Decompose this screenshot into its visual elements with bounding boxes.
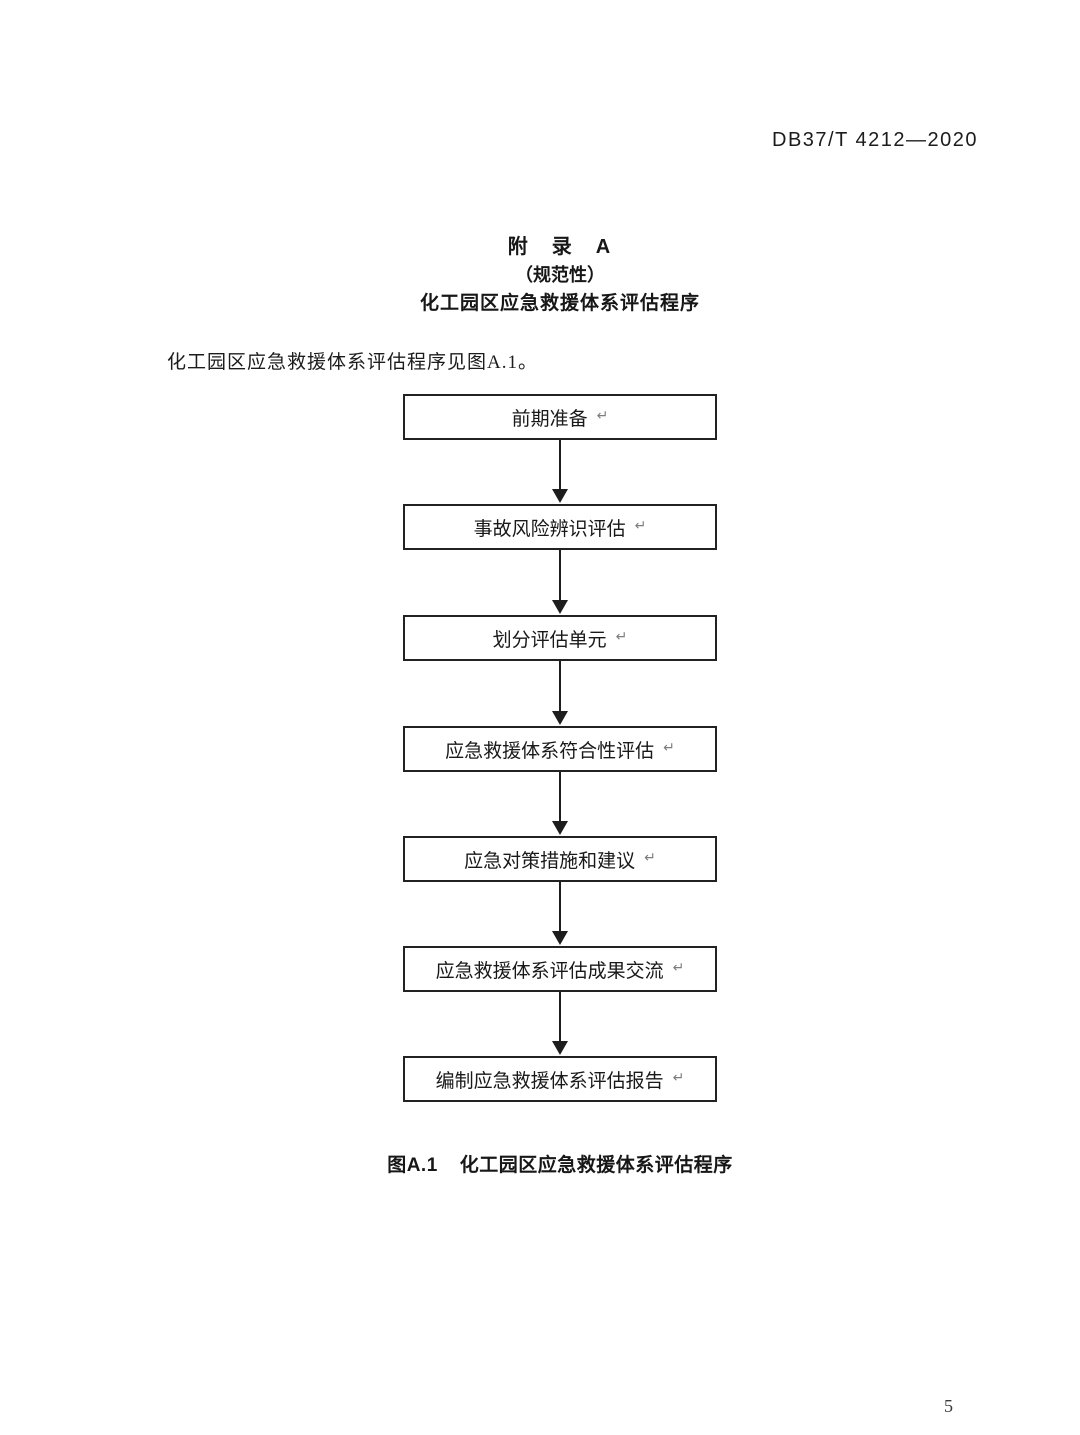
flow-arrow-down-icon xyxy=(552,992,568,1055)
return-mark-icon: ↵ xyxy=(672,960,685,976)
intro-paragraph: 化工园区应急救援体系评估程序见图A.1。 xyxy=(167,352,538,373)
appendix-heading-block: 附 录 A （规范性） 化工园区应急救援体系评估程序 xyxy=(37,234,1080,318)
appendix-label: 附 录 A xyxy=(507,236,613,258)
flow-step-label: 应急对策措施和建议 xyxy=(464,850,636,872)
figure-caption-label: 图A.1 xyxy=(387,1155,438,1176)
flow-arrow-down-icon xyxy=(552,550,568,614)
flowchart: 前期准备 ↵ 事故风险辨识评估 ↵ 划分评估单元 ↵ 应急救援体系符合性评估 ↵… xyxy=(403,394,717,1106)
flow-step-label: 应急救援体系评估成果交流 xyxy=(435,960,664,982)
flow-step-results-exchange: 应急救援体系评估成果交流 ↵ xyxy=(403,946,717,992)
figure-caption: 图A.1 化工园区应急救援体系评估程序 xyxy=(37,1150,1080,1177)
flow-arrow-down-icon xyxy=(552,440,568,503)
flow-step-label: 编制应急救援体系评估报告 xyxy=(435,1070,664,1092)
flow-step-label: 划分评估单元 xyxy=(492,629,607,651)
flow-step-label: 事故风险辨识评估 xyxy=(473,518,626,540)
return-mark-icon: ↵ xyxy=(634,518,647,534)
flow-arrow-down-icon xyxy=(552,882,568,945)
return-mark-icon: ↵ xyxy=(644,850,656,866)
flow-step-unit-division: 划分评估单元 ↵ xyxy=(403,615,717,661)
return-mark-icon: ↵ xyxy=(596,408,609,424)
return-mark-icon: ↵ xyxy=(615,629,628,645)
figure-caption-title: 化工园区应急救援体系评估程序 xyxy=(459,1155,733,1176)
flow-step-countermeasures: 应急对策措施和建议 ↵ xyxy=(403,836,717,882)
page-number: 5 xyxy=(944,1396,953,1416)
return-mark-icon: ↵ xyxy=(672,1070,685,1086)
flow-step-preparation: 前期准备 ↵ xyxy=(403,394,717,440)
document-number: DB37/T 4212—2020 xyxy=(772,129,978,151)
flow-arrow-down-icon xyxy=(552,772,568,835)
flow-step-risk-identification: 事故风险辨识评估 ↵ xyxy=(403,504,717,550)
flow-step-report-compilation: 编制应急救援体系评估报告 ↵ xyxy=(403,1056,717,1102)
appendix-title: 化工园区应急救援体系评估程序 xyxy=(419,293,700,314)
flow-arrow-down-icon xyxy=(552,661,568,725)
appendix-classification: （规范性） xyxy=(515,265,605,285)
flow-step-label: 应急救援体系符合性评估 xyxy=(445,740,655,762)
return-mark-icon: ↵ xyxy=(663,740,675,756)
flow-step-label: 前期准备 xyxy=(511,408,588,430)
flow-step-conformity-evaluation: 应急救援体系符合性评估 ↵ xyxy=(403,726,717,772)
